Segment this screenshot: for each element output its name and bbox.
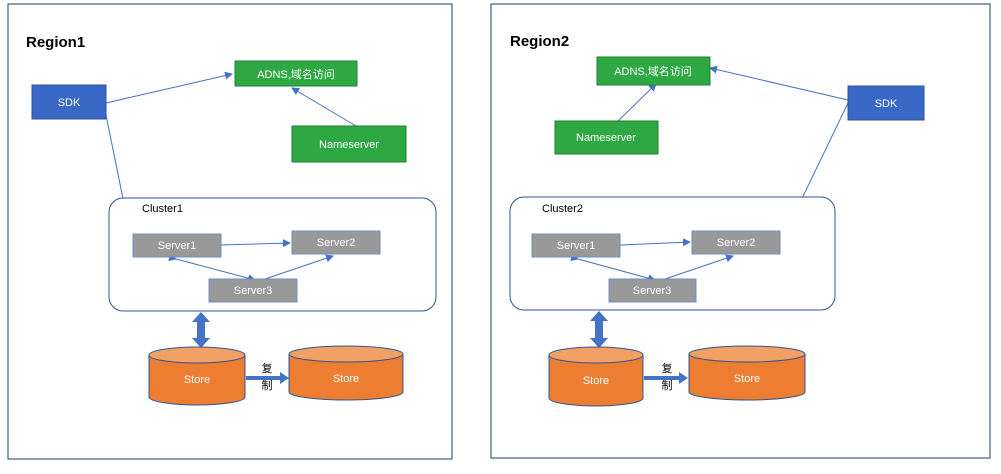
arrow-server1-server2 <box>613 238 691 250</box>
arrow-server1-server3 <box>570 253 656 283</box>
sdk-node: SDK <box>31 84 107 120</box>
server1-node: Server1 <box>531 233 621 258</box>
cluster-group: Cluster1 Server1 Server2 Server3 <box>108 197 437 312</box>
replicate-link: 复 制 <box>246 361 289 392</box>
server2-node: Server2 <box>691 230 781 255</box>
server1-label: Server1 <box>158 240 197 252</box>
cluster-label: Cluster1 <box>142 203 183 215</box>
store-primary: Store <box>548 346 644 407</box>
replicate-label-1: 复 <box>262 361 273 375</box>
adns-label: ADNS,域名访问 <box>614 64 692 78</box>
arrow-nameserver-to-adns <box>291 87 357 127</box>
server2-label: Server2 <box>717 237 756 249</box>
arrow-server1-server2 <box>214 239 291 250</box>
adns-node: ADNS,域名访问 <box>234 60 358 87</box>
arrow-server3-server2 <box>254 254 334 287</box>
arrow-server1-server3 <box>168 253 256 283</box>
nameserver-label: Nameserver <box>319 139 379 151</box>
replicate-label-2: 制 <box>262 379 273 392</box>
store-primary: Store <box>148 346 246 406</box>
arrow-nameserver-to-adns <box>617 83 657 122</box>
sdk-label: SDK <box>875 98 898 110</box>
server1-node: Server1 <box>132 233 222 258</box>
nameserver-label: Nameserver <box>576 132 636 144</box>
arrow-sdk-to-adns <box>105 71 233 104</box>
adns-node: ADNS,域名访问 <box>596 56 711 86</box>
cluster-store-link <box>192 312 210 348</box>
replicate-link: 复 制 <box>644 361 688 392</box>
nameserver-node: Nameserver <box>554 120 659 155</box>
store-replica-label: Store <box>734 373 760 385</box>
server3-node: Server3 <box>208 278 298 303</box>
sdk-label: SDK <box>58 97 81 109</box>
store-replica-label: Store <box>333 373 359 385</box>
region-2: Region2 ADNS,域名访问 Nameserver SDK Cluster… <box>490 3 991 459</box>
region-2-title: Region2 <box>510 33 569 50</box>
cluster-label: Cluster2 <box>542 203 583 215</box>
server3-node: Server3 <box>608 278 697 303</box>
nameserver-node: Nameserver <box>291 125 407 163</box>
server3-label: Server3 <box>234 285 273 297</box>
replicate-label-1: 复 <box>662 361 673 375</box>
adns-label: ADNS,域名访问 <box>257 67 335 81</box>
cluster-store-link <box>590 311 608 348</box>
region-1-title: Region1 <box>26 34 85 51</box>
server2-label: Server2 <box>317 237 356 249</box>
sdk-node: SDK <box>847 85 925 121</box>
replicate-label-2: 制 <box>662 379 673 392</box>
store-replica: Store <box>288 345 404 401</box>
region-1: Region1 SDK ADNS,域名访问 Nameserver Cluster… <box>7 3 453 460</box>
server2-node: Server2 <box>291 230 381 255</box>
store-replica: Store <box>688 345 806 401</box>
server1-label: Server1 <box>557 240 596 252</box>
cluster-group: Cluster2 Server1 Server2 Server3 <box>509 196 836 311</box>
server3-label: Server3 <box>633 285 672 297</box>
store-primary-label: Store <box>184 374 210 386</box>
store-primary-label: Store <box>583 375 609 387</box>
arrow-server3-server2 <box>654 254 734 287</box>
arrow-sdk-to-adns <box>709 65 849 101</box>
